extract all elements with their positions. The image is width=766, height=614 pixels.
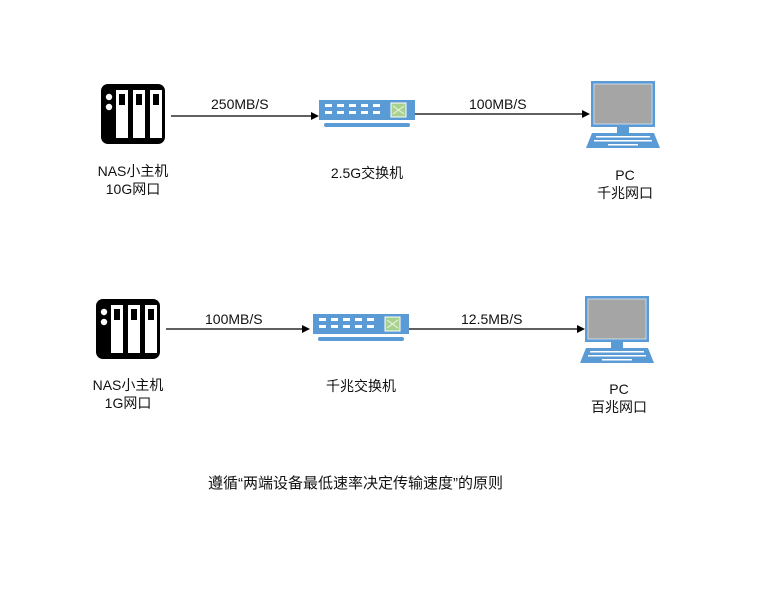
- pc-name: PC: [609, 381, 629, 397]
- link-speed-label: 100MB/S: [205, 311, 263, 327]
- pc-label-1: PC 千兆网口: [577, 166, 673, 202]
- nas-icon: [96, 299, 160, 359]
- pc-port: 百兆网口: [591, 399, 647, 415]
- nas-port: 1G网口: [104, 395, 152, 411]
- link-speed-label: 100MB/S: [469, 96, 527, 112]
- pc-label-2: PC 百兆网口: [571, 380, 667, 416]
- link-speed-label: 12.5MB/S: [461, 311, 523, 327]
- link-speed-label: 250MB/S: [211, 96, 269, 112]
- principle-caption: 遵循“两端设备最低速率决定传输速度”的原则: [208, 475, 503, 492]
- link-arrow-1b: [415, 110, 590, 118]
- pc-icon: [586, 81, 660, 148]
- nas-name: NAS小主机: [92, 377, 164, 393]
- nas-name: NAS小主机: [97, 163, 169, 179]
- nas-label-2: NAS小主机 1G网口: [76, 376, 180, 412]
- switch-icon: [313, 314, 409, 341]
- nas-icon: [101, 84, 165, 144]
- switch-label: 2.5G交换机: [330, 165, 404, 181]
- nas-port: 10G网口: [105, 181, 161, 197]
- switch-label: 千兆交换机: [326, 378, 396, 394]
- link-arrow-2a: [166, 325, 310, 333]
- nas-label-1: NAS小主机 10G网口: [81, 162, 185, 198]
- pc-name: PC: [615, 167, 635, 183]
- pc-icon: [580, 296, 654, 363]
- link-arrow-1a: [171, 112, 319, 120]
- switch-icon: [319, 100, 415, 127]
- pc-port: 千兆网口: [597, 185, 653, 201]
- link-arrow-2b: [409, 325, 585, 333]
